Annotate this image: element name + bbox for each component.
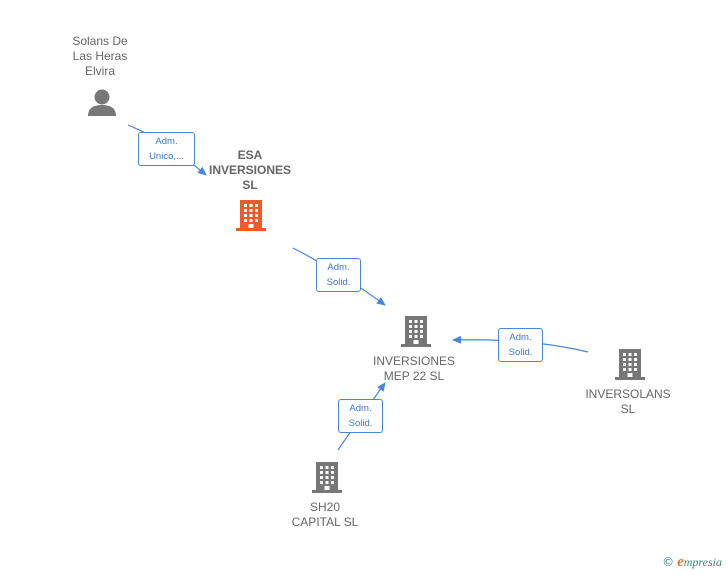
- building-icon[interactable]: [236, 200, 266, 231]
- building-icon[interactable]: [615, 349, 645, 380]
- brand-initial: e: [677, 554, 684, 570]
- person-icon[interactable]: [88, 89, 116, 117]
- edge-label-sh20-mep: Adm. Solid.: [338, 399, 383, 433]
- node-label-esa[interactable]: ESA INVERSIONES SL: [208, 148, 292, 192]
- edge-label-inversolans-mep: Adm. Solid.: [498, 328, 543, 362]
- node-label-mep[interactable]: INVERSIONES MEP 22 SL: [372, 354, 456, 383]
- building-icon[interactable]: [401, 316, 431, 347]
- brand-name: mpresia: [683, 555, 722, 569]
- copyright-icon: ©: [662, 555, 675, 569]
- node-label-person[interactable]: Solans De Las Heras Elvira: [72, 34, 128, 78]
- edge-label-person-esa: Adm. Unico,...: [138, 132, 195, 166]
- brand-watermark: ©empresia: [662, 554, 722, 571]
- building-icon[interactable]: [312, 462, 342, 493]
- node-label-inversolans[interactable]: INVERSOLANS SL: [585, 387, 671, 416]
- node-label-sh20[interactable]: SH20 CAPITAL SL: [291, 500, 359, 529]
- edge-label-esa-mep: Adm. Solid.: [316, 258, 361, 292]
